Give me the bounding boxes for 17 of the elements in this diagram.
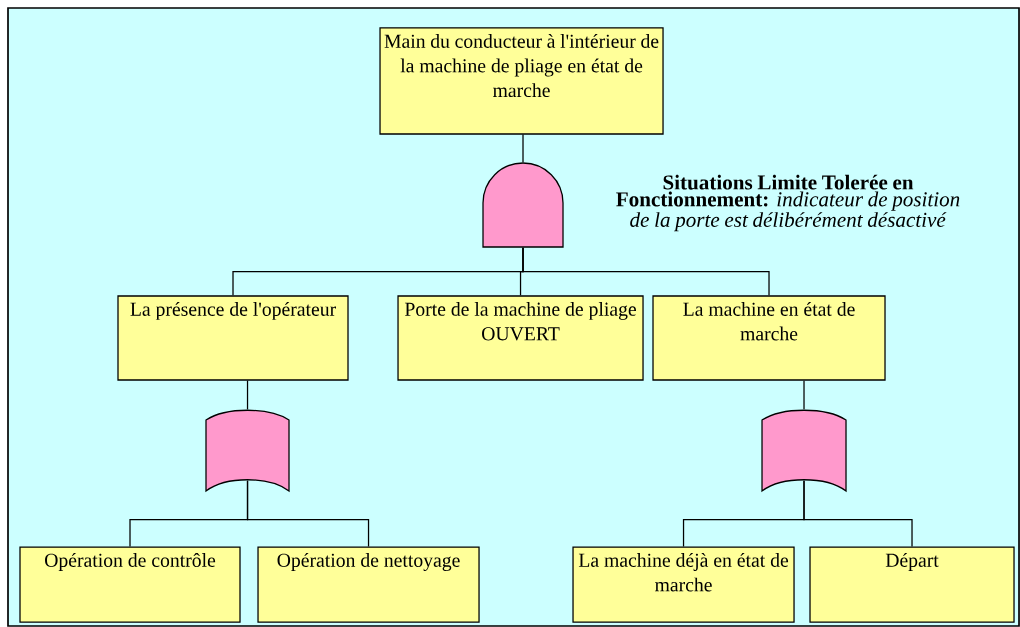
or-gate [761,409,847,492]
connector-line [246,380,249,410]
event-box: La machine en état de marche [652,295,886,381]
event-box: Porte de la machine de pliage OUVERT [397,295,644,381]
event-box: Opération de nettoyage [257,546,480,623]
connector-line [522,134,524,163]
or-gate [205,409,290,492]
connector-line [803,380,805,410]
connector-line [246,480,370,548]
event-box: La machine déjà en état de marche [572,546,795,623]
event-box: Opération de contrôle [19,546,241,623]
annotation-text: Situations Limite Tolerée en Fonctionnement: indicateur de position de la porte est délibérément désactivé [616,174,960,232]
event-box: Main du conducteur à l'intérieur de la machine de pliage en état de marche [379,27,664,135]
event-box: La présence de l'opérateur [117,295,349,381]
connector-line [522,247,770,296]
connector-line [803,480,913,548]
event-box: Départ [809,546,1015,623]
